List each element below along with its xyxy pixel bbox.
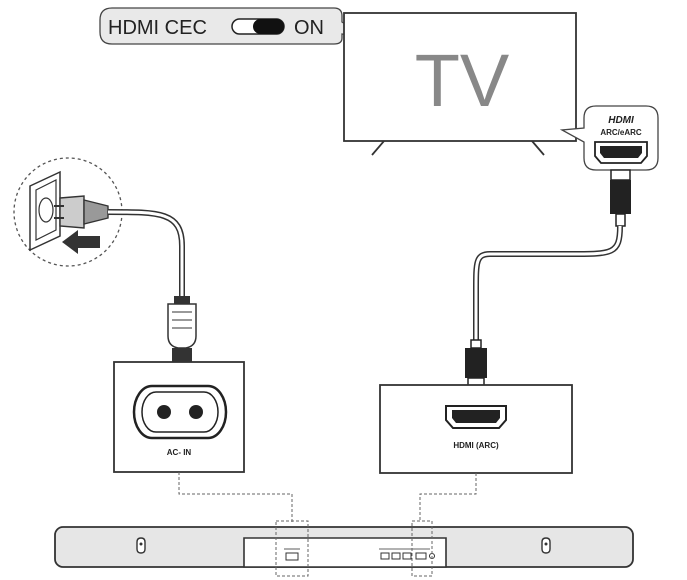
- ac-in-panel: AC- IN: [113, 361, 245, 473]
- tv-feet: [371, 140, 545, 156]
- hdmi-arc-panel: HDMI (ARC): [379, 384, 573, 474]
- hdmi-port-icon: [445, 405, 507, 429]
- hdmi-cable: [473, 225, 623, 340]
- hdmi-cec-label: HDMI CEC: [108, 17, 207, 39]
- hdmi-plug-icon: [465, 339, 487, 389]
- tv: TV: [343, 12, 577, 156]
- ac-socket-icon: [132, 384, 228, 440]
- tv-port-label: ARC/eARC: [600, 128, 642, 137]
- soundbar: [54, 520, 634, 577]
- wall-socket-icon: [29, 170, 61, 252]
- hdmi-cec-bubble: HDMI CEC ON: [99, 7, 369, 45]
- ac-port-highlight: [275, 520, 309, 577]
- leader-lines: [178, 472, 477, 522]
- ac-in-label: AC- IN: [167, 448, 192, 457]
- power-cable: [107, 209, 185, 296]
- power-plug-icon: [54, 195, 109, 229]
- insert-arrow-icon: [62, 230, 100, 254]
- hdmi-arc-label: HDMI (ARC): [453, 441, 499, 450]
- tv-port-callout: HDMI ARC/eARC: [559, 105, 659, 171]
- hdmi-plug-icon: [610, 169, 631, 227]
- hdmi-port-icon: [594, 141, 648, 164]
- hdmi-logo: HDMI: [608, 115, 634, 126]
- soundbar-ac-port: [284, 548, 300, 561]
- tv-label: TV: [415, 39, 510, 122]
- cec-state-label: ON: [294, 17, 324, 39]
- hdmi-port-highlight: [411, 520, 433, 577]
- toggle-switch-icon: [231, 18, 285, 35]
- iec-connector-icon: [167, 296, 197, 364]
- mounting-hole-icon: [541, 537, 551, 554]
- wall-socket-callout: [13, 157, 123, 267]
- mounting-hole-icon: [136, 537, 146, 554]
